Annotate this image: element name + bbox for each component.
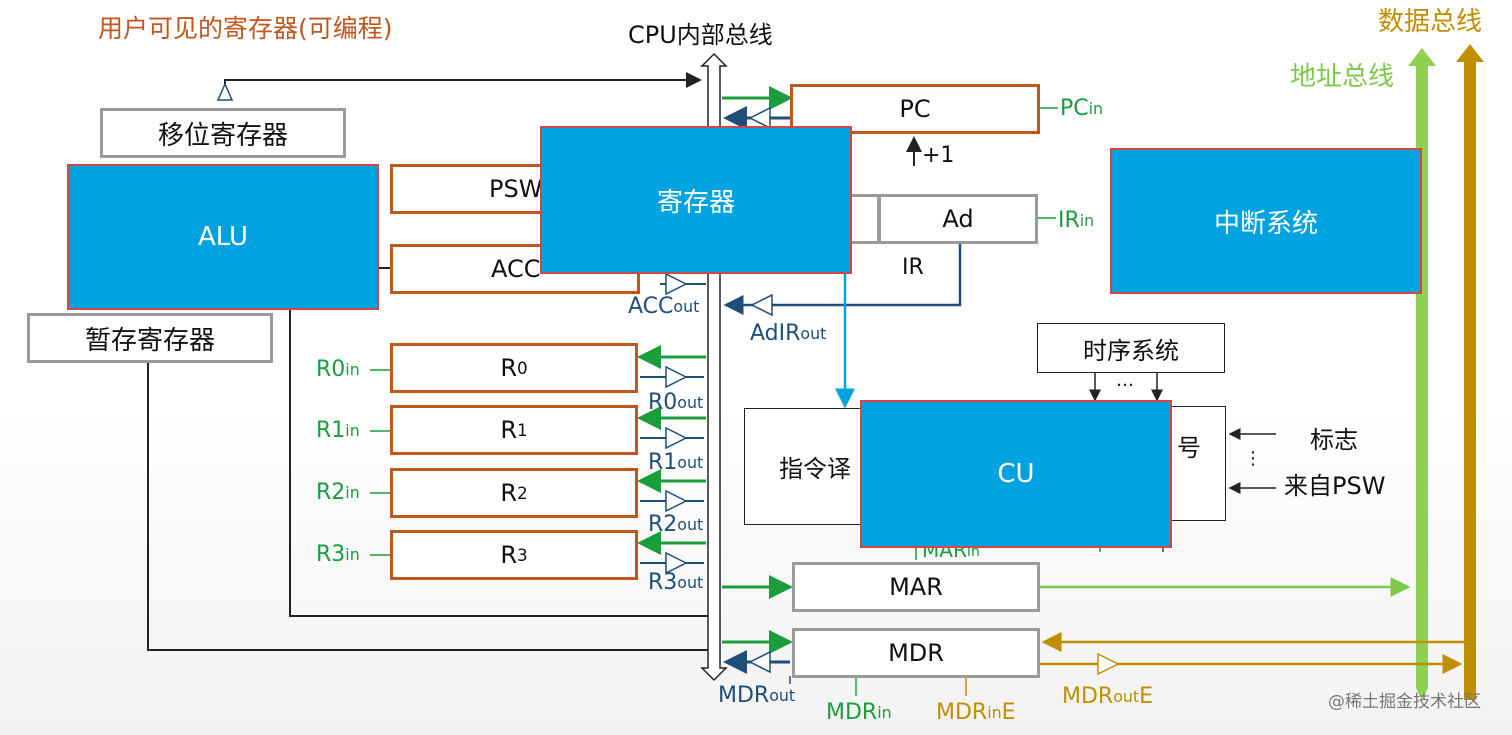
temp-register: 暂存寄存器 — [27, 313, 273, 363]
mdr-out-e-signal: MDRoutE — [1062, 684, 1154, 709]
r1-in-signal: R1in — [316, 418, 360, 443]
flags-label: 标志 — [1310, 426, 1358, 454]
flags-vdots: ⋮ — [1244, 448, 1262, 469]
alu-block: ALU — [67, 164, 379, 310]
user-visible-registers-title: 用户可见的寄存器(可编程) — [98, 14, 393, 43]
registers-block: 寄存器 — [540, 126, 852, 274]
r2-in-signal: R2in — [316, 480, 360, 505]
ad-field: Ad — [878, 194, 1038, 244]
mdr-register: MDR — [792, 628, 1040, 678]
pc-in-signal: PCin — [1060, 96, 1104, 121]
r3-in-signal: R3in — [316, 542, 360, 567]
interrupt-system-block: 中断系统 — [1110, 148, 1422, 294]
cpu-internal-bus-label: CPU内部总线 — [628, 21, 773, 49]
shift-register: 移位寄存器 — [100, 108, 346, 158]
timing-system: 时序系统 — [1037, 323, 1225, 373]
address-bus — [1408, 48, 1436, 700]
r0-out-signal: R0out — [648, 390, 704, 415]
mdr-in-e-signal: MDRinE — [936, 700, 1016, 725]
mar-register: MAR — [792, 562, 1040, 612]
data-bus-label: 数据总线 — [1378, 7, 1483, 37]
r3-out-signal: R3out — [648, 570, 704, 595]
r-register-bus-links — [370, 345, 706, 575]
r2-out-signal: R2out — [648, 512, 704, 537]
address-bus-label: 地址总线 — [1290, 62, 1395, 92]
timing-dots: … — [1116, 370, 1134, 391]
acc-out-signal: ACCout — [628, 294, 700, 319]
r0-in-signal: R0in — [316, 357, 360, 382]
mdr-out-signal: MDRout — [718, 683, 796, 708]
pc-increment-label: +1 — [922, 143, 955, 168]
ir-label: IR — [902, 255, 924, 280]
adir-out-signal: AdIRout — [750, 321, 827, 346]
data-bus — [1456, 44, 1484, 700]
instruction-decoder: 指令译 — [744, 408, 874, 525]
watermark: @稀土掘金技术社区 — [1328, 692, 1481, 712]
ir-in-signal: IRin — [1058, 208, 1095, 233]
cu-block: CU — [860, 400, 1172, 548]
from-psw-label: 来自PSW — [1284, 472, 1386, 500]
mdr-in-signal: MDRin — [826, 700, 892, 725]
pc-register: PC — [790, 84, 1040, 134]
r1-out-signal: R1out — [648, 450, 704, 475]
